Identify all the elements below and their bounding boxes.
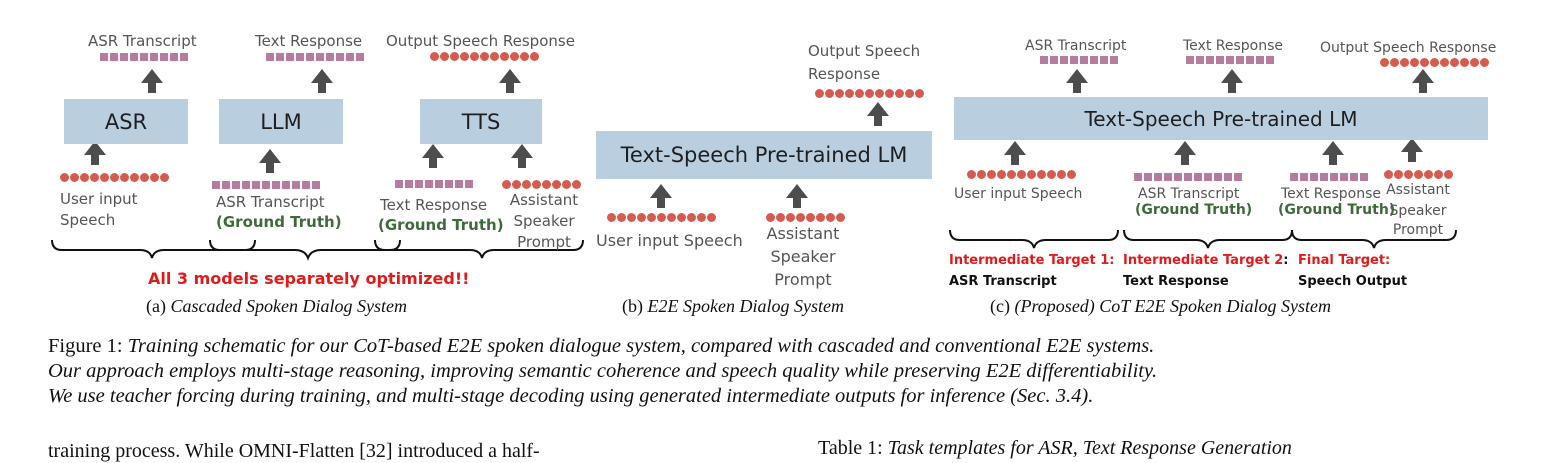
input-label-user-speech: User input Speech bbox=[596, 231, 743, 250]
brace bbox=[949, 229, 1119, 249]
speech-tokens bbox=[60, 173, 169, 182]
speech-tokens bbox=[502, 180, 581, 189]
output-label-text-response: Text Response bbox=[1183, 38, 1284, 54]
ground-truth-label: (Ground Truth) bbox=[1135, 202, 1253, 218]
brace bbox=[209, 239, 401, 261]
text-tokens bbox=[1290, 173, 1368, 181]
speech-tokens bbox=[815, 89, 924, 98]
asr-model-box: ASR bbox=[64, 99, 188, 144]
speech-tokens bbox=[1380, 58, 1489, 67]
brace bbox=[1291, 229, 1457, 249]
intermediate-target-1-label: Intermediate Target 1: bbox=[949, 253, 1115, 268]
text-tokens bbox=[1134, 173, 1242, 181]
input-label-speaker-prompt-1: Assistant bbox=[1386, 182, 1450, 198]
final-target-label: Final Target: bbox=[1298, 253, 1391, 268]
arrow-up-icon bbox=[511, 144, 533, 168]
input-label-user-speech: User input Speech bbox=[954, 186, 1083, 202]
speech-tokens bbox=[1384, 170, 1453, 179]
ground-truth-label: (Ground Truth) bbox=[378, 216, 504, 234]
figure-caption-line-1: Figure 1: Training schematic for our CoT… bbox=[48, 335, 1155, 357]
arrow-up-icon bbox=[141, 69, 163, 93]
brace bbox=[374, 239, 584, 259]
input-label-speaker-prompt-3: Prompt bbox=[1392, 222, 1444, 238]
arrow-up-icon bbox=[1322, 141, 1344, 165]
figure-caption-line-2: Our approach employs multi-stage reasoni… bbox=[48, 360, 1158, 382]
lm-box: Text-Speech Pre-trained LM bbox=[954, 97, 1488, 140]
tts-model-box: TTS bbox=[420, 99, 542, 144]
speech-tokens bbox=[766, 213, 845, 222]
caption-b: (b) E2E Spoken Dialog System bbox=[622, 296, 844, 316]
arrow-up-icon bbox=[1401, 138, 1423, 162]
input-label-speaker-prompt-2: Speaker bbox=[770, 247, 836, 266]
text-tokens bbox=[1186, 56, 1274, 64]
llm-model-box: LLM bbox=[219, 99, 343, 144]
speech-tokens bbox=[430, 52, 539, 61]
arrow-up-icon bbox=[259, 149, 281, 173]
input-label-text-response: Text Response bbox=[1281, 186, 1382, 202]
table-caption-right: Table 1: Task templates for ASR, Text Re… bbox=[818, 437, 1292, 459]
speech-tokens bbox=[967, 170, 1076, 179]
arrow-up-icon bbox=[786, 184, 808, 208]
text-tokens bbox=[100, 53, 188, 61]
arrow-up-icon bbox=[422, 144, 444, 168]
intermediate-target-2-value: Text Response bbox=[1123, 274, 1229, 289]
arrow-up-icon bbox=[1004, 141, 1026, 165]
arrow-up-icon bbox=[867, 102, 889, 126]
output-label-speech-2: Response bbox=[808, 65, 881, 83]
arrow-up-icon bbox=[1174, 141, 1196, 165]
input-label-speaker-prompt-2: Speaker bbox=[1389, 203, 1447, 219]
input-label-speaker-prompt-3: Prompt bbox=[517, 233, 571, 251]
arrow-up-icon bbox=[1221, 69, 1243, 93]
intermediate-target-1-value: ASR Transcript bbox=[949, 274, 1057, 289]
body-text-left: training process. While OMNI-Flatten [32… bbox=[48, 440, 540, 462]
output-label-speech-1: Output Speech bbox=[808, 42, 921, 60]
arrow-up-icon bbox=[311, 69, 333, 93]
arrow-up-icon bbox=[650, 184, 672, 208]
intermediate-target-2-label: Intermediate Target 2: bbox=[1123, 253, 1289, 268]
output-label-asr-transcript: ASR Transcript bbox=[1025, 38, 1127, 54]
ground-truth-label: (Ground Truth) bbox=[1278, 202, 1396, 218]
separately-optimized-note: All 3 models separately optimized!! bbox=[148, 269, 470, 288]
text-tokens bbox=[1040, 56, 1118, 64]
arrow-up-icon bbox=[84, 141, 106, 165]
caption-a: (a) Cascaded Spoken Dialog System bbox=[146, 296, 407, 316]
lm-box: Text-Speech Pre-trained LM bbox=[596, 131, 932, 179]
final-target-value: Speech Output bbox=[1298, 274, 1408, 289]
speech-tokens bbox=[607, 213, 716, 222]
input-label-user-speech-2: Speech bbox=[60, 211, 116, 229]
arrow-up-icon bbox=[1066, 69, 1088, 93]
input-label-asr-transcript: ASR Transcript bbox=[1138, 186, 1240, 202]
input-label-user-speech-1: User input bbox=[60, 190, 138, 208]
input-label-speaker-prompt-1: Assistant bbox=[509, 191, 579, 209]
input-label-speaker-prompt-1: Assistant bbox=[766, 224, 840, 243]
input-label-speaker-prompt-2: Speaker bbox=[513, 212, 575, 230]
brace bbox=[1123, 229, 1293, 249]
output-label-speech-response: Output Speech Response bbox=[1320, 40, 1497, 56]
output-label-text-response: Text Response bbox=[255, 32, 363, 50]
text-tokens bbox=[395, 180, 473, 188]
text-tokens bbox=[212, 181, 320, 189]
output-label-speech-response: Output Speech Response bbox=[386, 32, 575, 50]
figure-caption-line-3: We use teacher forcing during training, … bbox=[48, 385, 1094, 407]
text-tokens bbox=[266, 53, 364, 61]
output-label-asr-transcript: ASR Transcript bbox=[88, 32, 197, 50]
caption-c: (c) (Proposed) CoT E2E Spoken Dialog Sys… bbox=[990, 296, 1331, 316]
input-label-asr-transcript: ASR Transcript bbox=[216, 193, 325, 211]
arrow-up-icon bbox=[1412, 69, 1434, 93]
arrow-up-icon bbox=[499, 69, 521, 93]
ground-truth-label: (Ground Truth) bbox=[216, 213, 342, 231]
input-label-speaker-prompt-3: Prompt bbox=[774, 270, 832, 289]
input-label-text-response: Text Response bbox=[380, 196, 488, 214]
